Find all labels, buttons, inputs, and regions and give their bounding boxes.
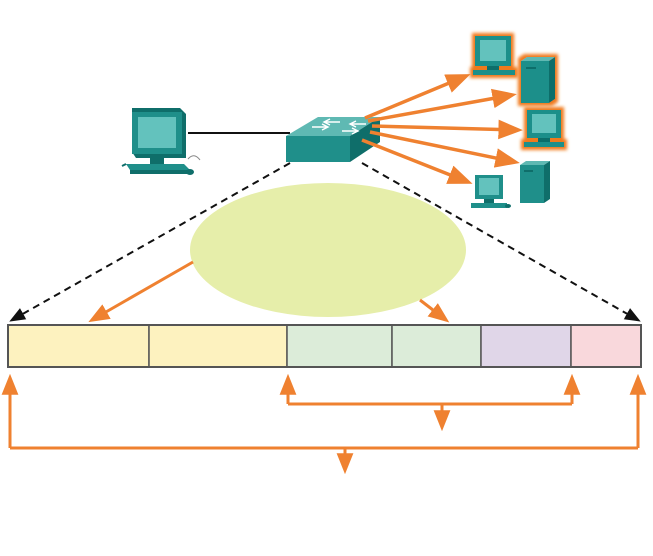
frame-field-5	[480, 324, 572, 368]
inner-span-bracket	[279, 373, 581, 432]
forward-arrow-1	[364, 74, 471, 120]
desktop-computer-icon	[524, 110, 564, 147]
forward-arrow-5	[361, 138, 473, 184]
ellipse-arrow-left	[88, 260, 194, 323]
desktop-computer-icon	[121, 108, 201, 175]
annotation-ellipse	[190, 183, 466, 317]
server-tower-icon	[520, 161, 550, 203]
frame-fields	[7, 324, 642, 368]
forward-arrow-4	[369, 130, 520, 168]
desktop-computer-icon	[471, 175, 511, 208]
server-tower-icon	[521, 57, 555, 103]
frame-field-3	[286, 324, 393, 368]
network-switch-icon	[286, 117, 380, 162]
desktop-computer-icon	[473, 36, 515, 75]
expand-line-right	[361, 162, 641, 322]
ellipse-arrow-right	[419, 298, 450, 323]
frame-field-6	[570, 324, 642, 368]
forward-arrow-3	[371, 119, 523, 140]
frame-field-2	[148, 324, 288, 368]
outer-span-bracket	[1, 373, 647, 475]
frame-field-4	[391, 324, 482, 368]
frame-border	[7, 324, 642, 368]
expand-line-left	[9, 162, 291, 322]
frame-field-1	[7, 324, 150, 368]
forwarding-arrows	[361, 74, 523, 184]
forward-arrow-2	[367, 88, 517, 123]
